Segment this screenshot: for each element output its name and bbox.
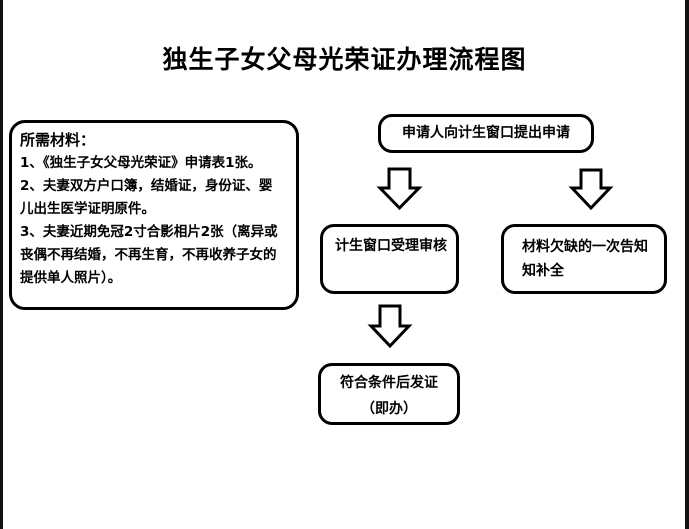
issue-node-label-line2: （即办） [361,401,417,417]
notify-node-label-line2: 知补全 [522,263,564,279]
left-border [0,0,3,529]
issue-node: 符合条件后发证 （即办） [318,363,460,425]
right-border [685,0,689,529]
apply-node: 申请人向计生窗口提出申请 [378,114,594,153]
materials-item: 丧偶不再结婚，不再生育，不再收养子女的 [20,247,277,263]
diagram-title: 独生子女父母光荣证办理流程图 [162,45,527,74]
issue-node-label-line1: 符合条件后发证 [340,375,438,391]
materials-box: 所需材料： 1、《独生子女父母光荣证》申请表1张。 2、夫妻双方户口簿，结婚证，… [9,120,299,310]
materials-item: 2、夫妻双方户口簿，结婚证，身份证、婴 [20,178,273,194]
accept-node-label: 计生窗口受理审核 [335,238,447,254]
accept-node: 计生窗口受理审核 [320,224,459,294]
notify-node-label-line1: 材料欠缺的一次告知 [522,239,648,255]
materials-item: 3、夫妻近期免冠2寸合影相片2张（离异或 [20,224,278,240]
materials-item: 1、《独生子女父母光荣证》申请表1张。 [20,155,262,171]
arrow-apply-to-accept [376,167,423,211]
materials-item: 提供单人照片）。 [20,270,122,286]
apply-node-label: 申请人向计生窗口提出申请 [402,125,570,141]
materials-item: 儿出生医学证明原件。 [20,201,155,217]
materials-heading: 所需材料： [20,131,96,149]
notify-node: 材料欠缺的一次告知 知补全 [501,224,667,294]
arrow-accept-to-issue [367,304,413,349]
arrow-apply-to-notify [568,168,614,211]
